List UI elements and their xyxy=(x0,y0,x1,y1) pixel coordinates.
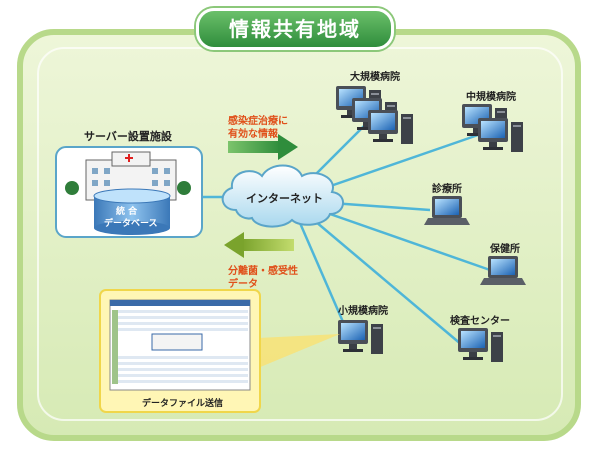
internet-label: インターネット xyxy=(246,192,323,205)
db-label-line2: データベース xyxy=(104,219,158,229)
server-facility-label: サーバー設置施設 xyxy=(84,130,172,143)
mid-hospital-label: 中規模病院 xyxy=(466,92,516,103)
health-center-label: 保健所 xyxy=(490,244,520,255)
incoming-arrow-icon xyxy=(224,232,294,258)
internet-cloud-icon xyxy=(221,164,344,228)
flow-in-line1: 分離菌・感受性 xyxy=(228,266,298,277)
outgoing-arrow-icon xyxy=(228,134,298,160)
inspection-center-label: 検査センター xyxy=(450,316,510,327)
callout-pointer xyxy=(258,334,340,368)
large-hospital-label: 大規模病院 xyxy=(350,72,400,83)
clinic-label: 診療所 xyxy=(432,184,462,195)
flow-out-line2: 有効な情報 xyxy=(228,129,278,140)
small-hospital-label: 小規模病院 xyxy=(338,306,388,317)
screenshot-caption: データファイル送信 xyxy=(142,399,224,409)
flow-in-line2: データ xyxy=(228,279,258,290)
db-label-line1: 統 合 xyxy=(116,207,138,217)
screenshot-window xyxy=(109,299,251,391)
region-title: 情報共有地域 xyxy=(196,8,394,50)
flow-out-line1: 感染症治療に xyxy=(228,116,288,127)
database-icon xyxy=(93,188,171,235)
